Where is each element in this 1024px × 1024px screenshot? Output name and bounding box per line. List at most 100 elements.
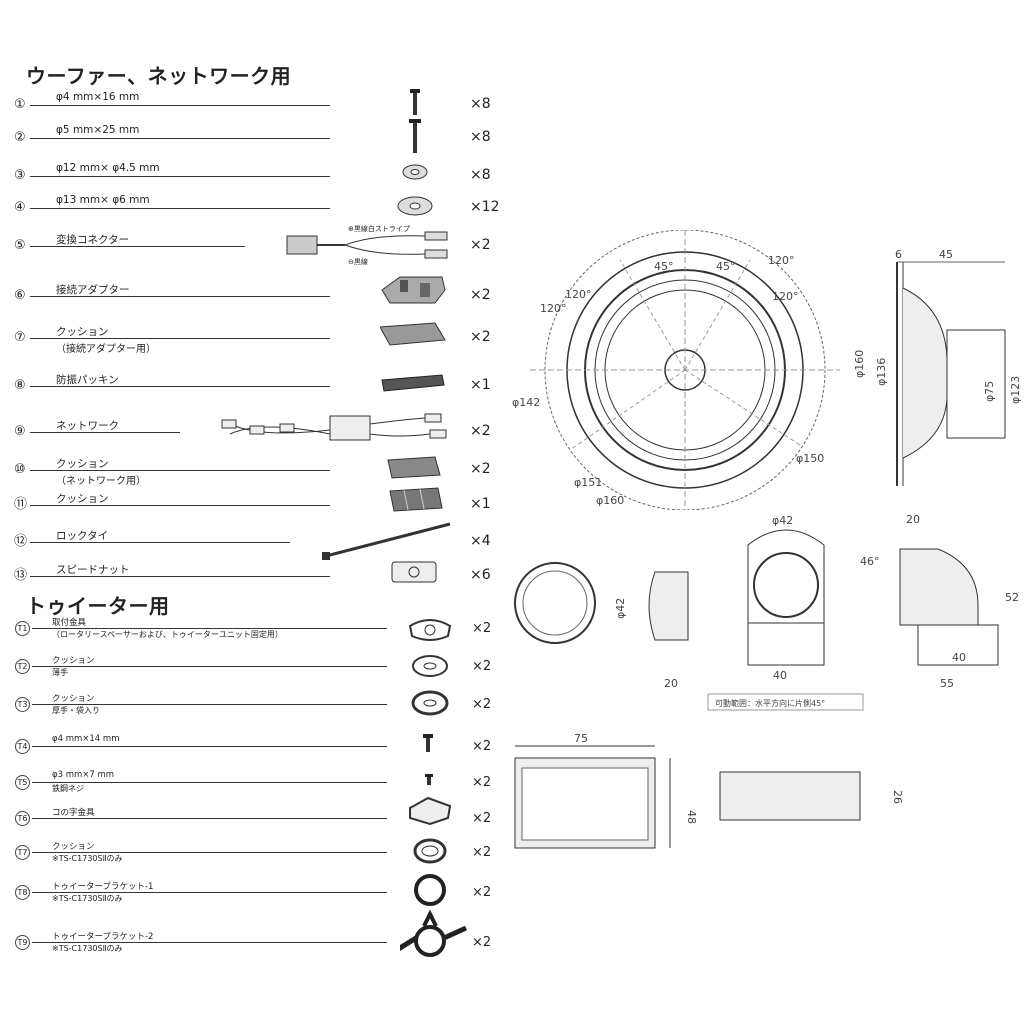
part-number: ② [14,130,26,145]
washer-small-icon [402,164,428,180]
part-sublabel: （ロータリースペーサーおよび、トゥイーターユニット固定用） [52,630,283,639]
part-quantity: ×2 [472,775,492,790]
part-quantity: ×8 [470,96,491,112]
dim-120c: 120° [565,288,592,301]
part-quantity: ×2 [472,845,492,860]
leader-line [30,505,330,506]
part-label: 接続アダプター [56,284,130,296]
part-label: φ4 mm×14 mm [52,734,120,744]
part-label: φ5 mm×25 mm [56,124,140,136]
part-quantity: ×2 [470,329,491,345]
part-number: T3 [15,697,30,712]
part-quantity: ×2 [470,461,491,477]
leader-line [30,432,180,433]
tweeter-dim-46: 46° [860,555,880,568]
tweeter-parts-illustrations [400,619,468,957]
part-number: ⑫ [14,534,28,549]
leader-line [30,246,245,247]
part-quantity: ×2 [472,659,492,674]
part-quantity: ×1 [470,377,491,393]
part-quantity: ×6 [470,567,491,583]
tweeter-movable-note: 可動範囲：水平方向に片側45° [715,698,825,708]
part-number: ④ [14,200,26,215]
leader-line [30,208,330,209]
part-sublabel: ※TS-C1730SⅡのみ [52,854,123,863]
part-sublabel: 鉄鋼ネジ [52,784,84,793]
leader-line [30,105,330,106]
dim-120b: 120° [772,290,799,303]
leader-line [32,942,387,943]
side-dim-45: 45 [939,248,953,261]
part-number: ⑤ [14,238,26,253]
leader-line [30,176,330,177]
cushion-adapter-icon [380,322,446,346]
part-quantity: ×4 [470,533,491,549]
packing-icon [381,374,445,392]
part-number: ⑪ [14,497,28,512]
cushion-icon [389,487,443,512]
side-dim-d136: φ136 [875,358,888,386]
part-number: ③ [14,168,26,183]
part-number: T5 [15,775,30,790]
woofer-side-view-diagram: 6 45 φ160 φ136 φ75 φ123 [855,248,1022,486]
connector-stripe-label: ⊕黒線白ストライプ [348,225,410,233]
part-number: ⑥ [14,288,26,303]
tweeter-bracket-1-icon [414,874,446,906]
leader-line [32,892,387,893]
screw-small-icon [410,89,420,115]
mounting-bracket-icon [408,619,452,641]
part-label: トゥイーターブラケット-1 [52,882,154,892]
part-number: T2 [15,659,30,674]
tweeter-dim-d42-top: φ42 [772,514,793,527]
part-quantity: ×12 [470,199,500,215]
part-number: T1 [15,621,30,636]
part-label: φ12 mm× φ4.5 mm [56,162,160,174]
part-number: ⑨ [14,424,26,439]
part-number: T4 [15,739,30,754]
part-label: クッション [56,326,109,338]
part-number: ⑬ [14,568,28,583]
tweeter-views-diagram: φ42 20 φ42 40 可動範囲：水平方向に片側45° 20 46° 52 … [514,513,1019,711]
part-quantity: ×2 [472,935,492,950]
cushion-network-icon [387,456,441,479]
network-dim-48: 48 [685,810,698,824]
part-label: ネットワーク [56,420,119,432]
part-label: φ4 mm×16 mm [56,91,140,103]
screw-tiny-icon [425,774,433,785]
part-label: クッション [52,656,95,666]
tweeter-dim-40: 40 [773,669,787,682]
dim-45b: 45° [716,260,736,273]
part-number: T6 [15,811,30,826]
part-sublabel: 厚手・袋入り [52,706,100,715]
part-sublabel: ※TS-C1730SⅡのみ [52,944,123,953]
part-number: T7 [15,845,30,860]
part-label: コの字金具 [52,808,95,818]
part-number: ⑩ [14,462,26,477]
part-quantity: ×2 [472,697,492,712]
side-dim-6: 6 [895,248,902,261]
leader-line [30,338,330,339]
part-label: クッション [56,493,109,505]
part-label: スピードナット [56,564,130,576]
screw-tweeter-icon [423,734,433,752]
part-quantity: ×2 [472,739,492,754]
part-sublabel: （ネットワーク用） [56,476,146,487]
part-number: ⑧ [14,378,26,393]
u-bracket-icon [409,796,452,826]
leader-line [32,782,387,783]
part-number: ① [14,97,26,112]
leader-line [30,576,330,577]
tweeter-dim-55: 55 [940,677,954,690]
leader-line [30,138,330,139]
speed-nut-icon [391,561,437,583]
network-icon [221,413,447,441]
dim-d150: φ150 [796,452,824,465]
leader-line [30,470,330,471]
connector-black-label: ⊖黒線 [348,258,368,266]
dim-d142: φ142 [512,396,540,409]
leader-line [32,666,387,667]
washer-large-icon [397,196,433,216]
leader-line [32,704,387,705]
part-number: T8 [15,885,30,900]
dim-120a: 120° [768,254,795,267]
